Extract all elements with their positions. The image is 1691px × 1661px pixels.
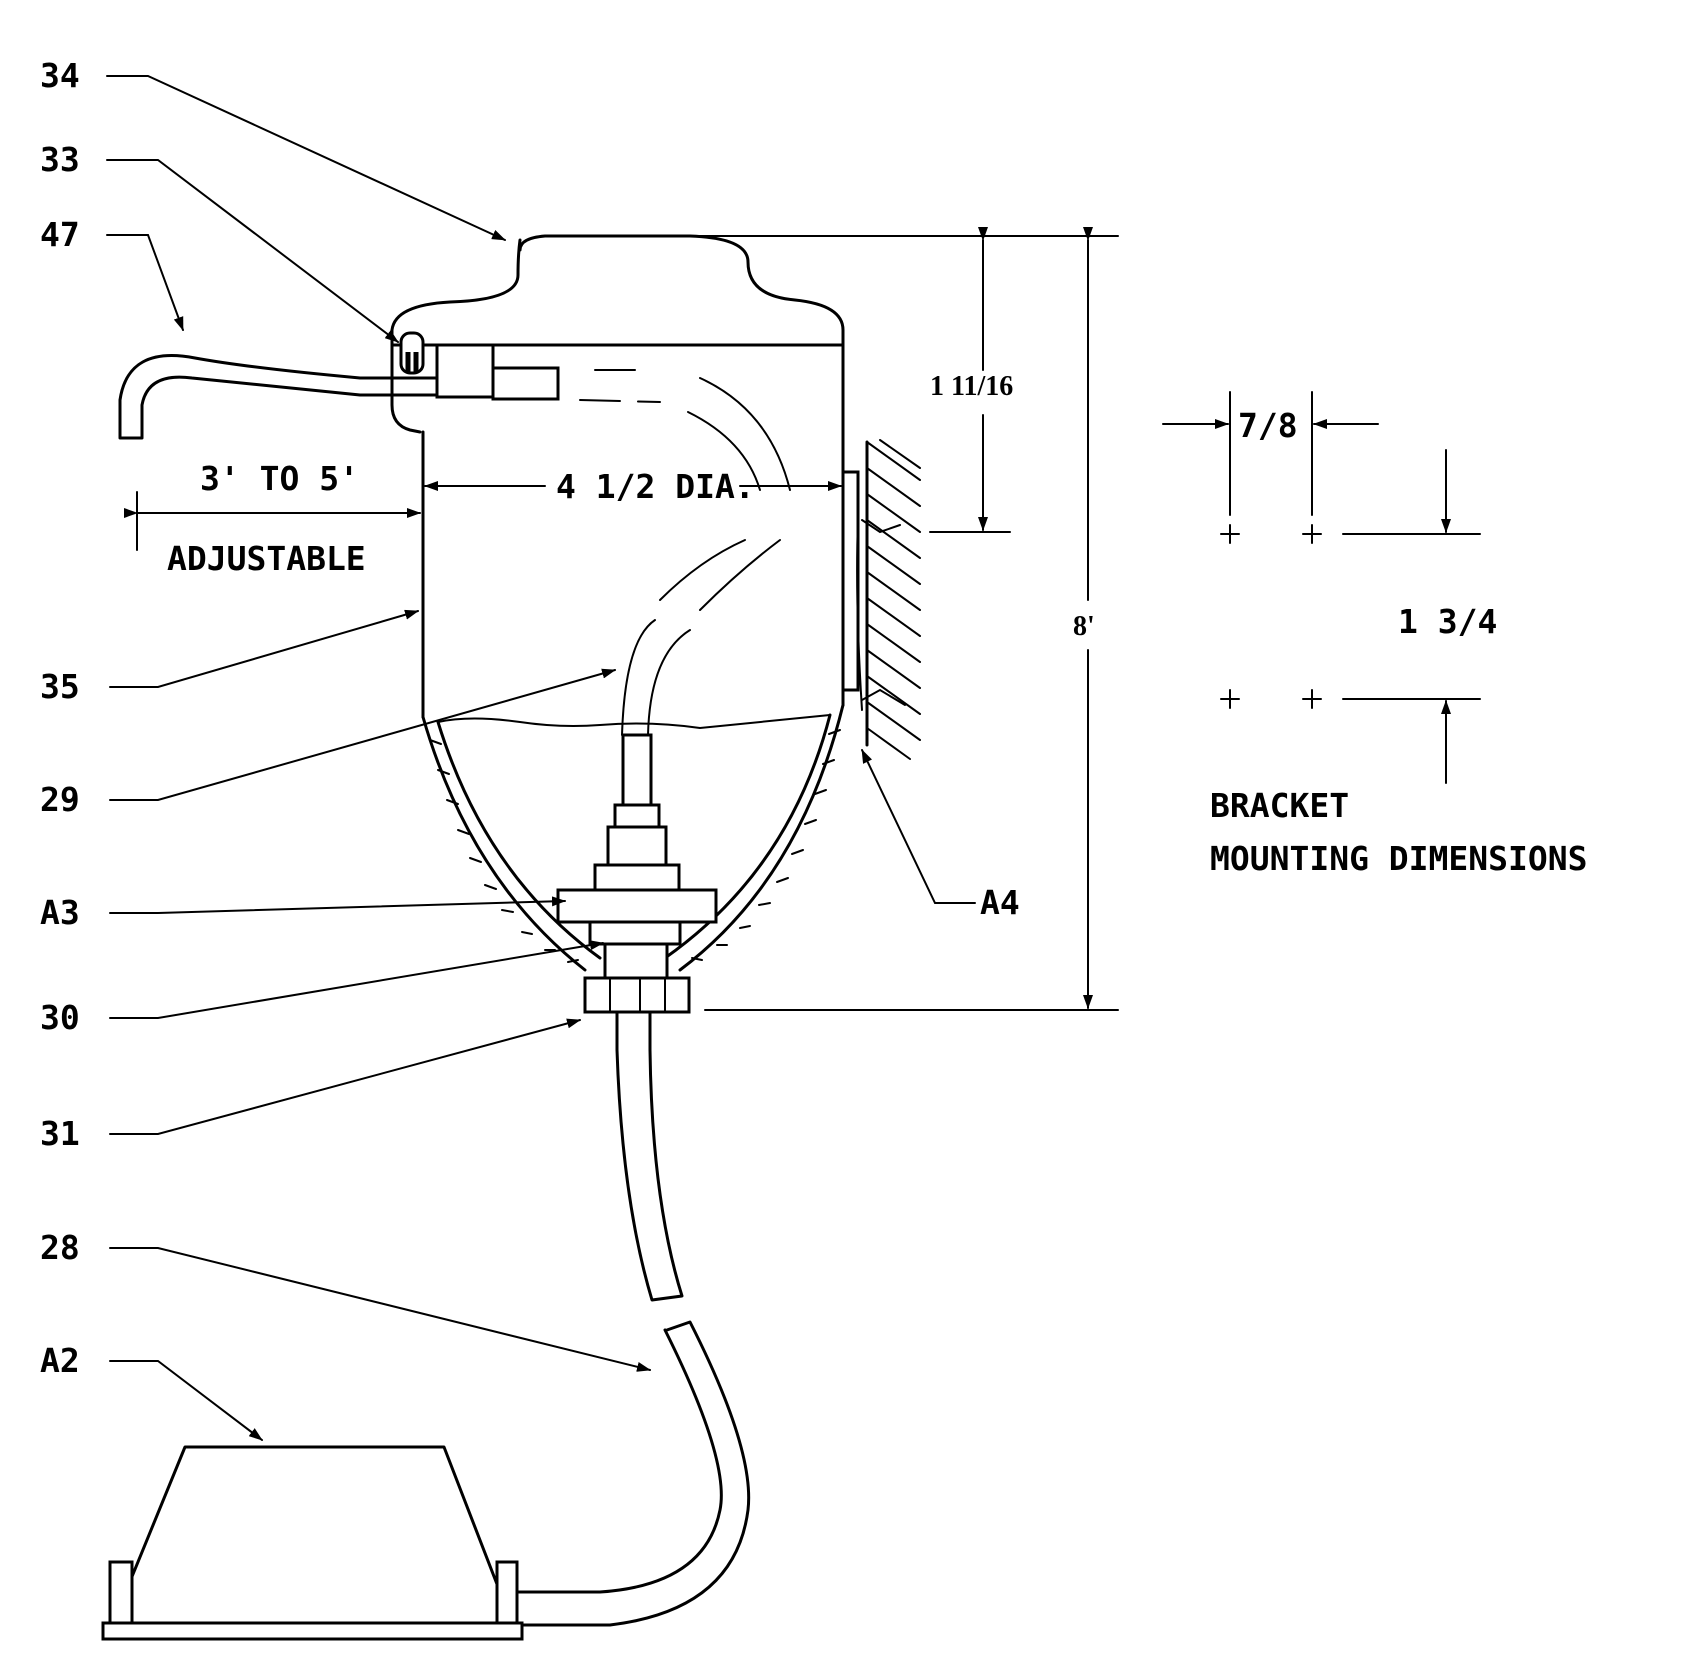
cone-hatch-left bbox=[429, 739, 579, 963]
wall-hatch bbox=[866, 439, 921, 760]
hex-nut bbox=[583, 976, 691, 1014]
dim-overall-label: 8' bbox=[1073, 611, 1095, 642]
valve-stem bbox=[621, 733, 653, 807]
bracket-clip bbox=[856, 519, 906, 711]
valve-upper bbox=[606, 825, 668, 867]
wall-bracket bbox=[841, 470, 860, 692]
bracket-width-label: 7/8 bbox=[1238, 406, 1298, 445]
callout-31: 31 bbox=[40, 1114, 80, 1153]
bracket-note-line2: MOUNTING DIMENSIONS bbox=[1210, 839, 1588, 878]
callout-34: 34 bbox=[40, 56, 80, 95]
lid bbox=[390, 234, 845, 434]
spout-tube bbox=[118, 354, 439, 440]
pump-right-foot bbox=[495, 1560, 519, 1625]
callout-a3: A3 bbox=[40, 893, 80, 932]
callout-a4: A4 bbox=[980, 883, 1020, 922]
valve-collar bbox=[593, 863, 681, 892]
callout-35: 35 bbox=[40, 667, 80, 706]
callout-30: 30 bbox=[40, 998, 80, 1037]
bracket-note-line1: BRACKET bbox=[1210, 786, 1349, 825]
leader-lines bbox=[106, 75, 976, 1441]
pump-body bbox=[111, 1445, 514, 1625]
callout-47: 47 bbox=[40, 215, 80, 254]
cone-outer-left bbox=[421, 715, 587, 972]
cone-inner-right bbox=[663, 713, 832, 960]
valve-lower bbox=[588, 920, 682, 946]
cone-outer-right bbox=[678, 703, 845, 972]
outlet-tube-upper bbox=[615, 1010, 684, 1302]
callout-33: 33 bbox=[40, 140, 80, 179]
callout-29: 29 bbox=[40, 780, 80, 819]
outlet-tube-lower bbox=[513, 1320, 751, 1627]
spout-fitting bbox=[491, 366, 560, 401]
valve-neck bbox=[613, 803, 661, 829]
cone-inner-left bbox=[436, 720, 602, 960]
cone-hatch-right bbox=[691, 729, 841, 961]
callout-a2: A2 bbox=[40, 1341, 80, 1380]
clip bbox=[399, 331, 425, 375]
suction-tube bbox=[579, 369, 791, 736]
liquid-level bbox=[437, 714, 831, 730]
valve-body bbox=[603, 942, 669, 980]
pump-left-foot bbox=[108, 1560, 134, 1625]
dim-lid-height-label: 1 11/16 bbox=[930, 371, 1013, 402]
dim-reach-label: 3' TO 5' bbox=[200, 459, 359, 498]
bracket-hole-marks bbox=[1220, 524, 1322, 709]
dim-diameter-label: 4 1/2 DIA. bbox=[556, 467, 755, 506]
dim-adjustable-label: ADJUSTABLE bbox=[167, 539, 366, 578]
spout-connector bbox=[435, 343, 495, 399]
callout-28: 28 bbox=[40, 1228, 80, 1267]
valve-flange bbox=[556, 888, 718, 924]
bracket-height-label: 1 3/4 bbox=[1398, 602, 1497, 641]
pump-base bbox=[101, 1621, 524, 1641]
